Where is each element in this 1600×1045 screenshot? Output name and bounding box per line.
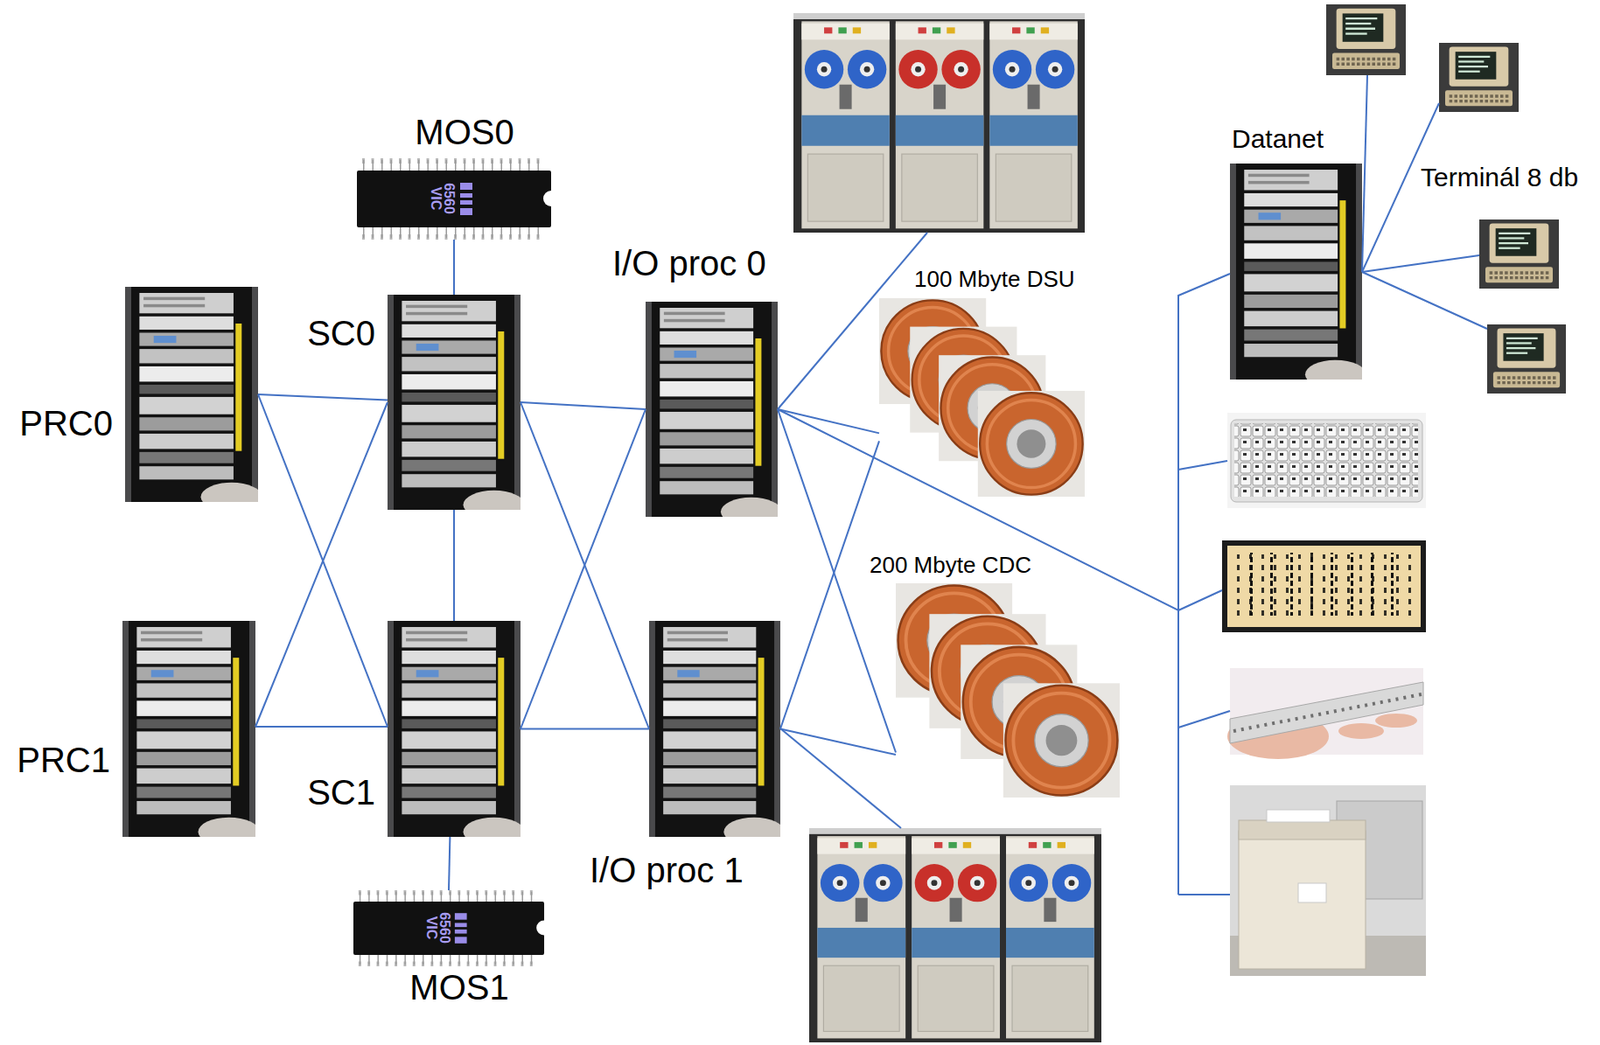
connector	[453, 510, 455, 622]
node-label: MOS0	[414, 111, 514, 153]
terminal-link	[1362, 75, 1368, 273]
rack-picture	[387, 294, 525, 519]
node-label: SC0	[307, 313, 376, 354]
node-label: 200 Mbyte CDC	[869, 552, 1032, 580]
node-label: MOS1	[409, 967, 509, 1008]
terminal-picture	[1479, 219, 1559, 289]
connector	[255, 726, 388, 728]
rack-picture	[122, 621, 260, 847]
terminal-count-label: Terminál 8 db	[1420, 162, 1579, 194]
connector	[520, 402, 646, 410]
system-controller-rack: SC0	[387, 294, 521, 511]
datanet-rack: Datanet	[1229, 163, 1363, 380]
connector	[780, 729, 896, 756]
node-label: PRC0	[19, 403, 113, 444]
connector	[255, 402, 388, 727]
terminal-picture	[1487, 324, 1566, 394]
connector	[520, 728, 650, 731]
chip-marking: VIC	[427, 187, 444, 211]
rack-picture	[645, 301, 783, 526]
terminal-picture	[1439, 42, 1519, 112]
connector	[453, 239, 455, 295]
connector	[780, 440, 880, 729]
chip-picture	[353, 893, 552, 965]
chip-picture	[356, 160, 559, 238]
rack-pictures	[122, 163, 1367, 847]
tape-link	[780, 728, 902, 829]
tape-link	[777, 232, 928, 410]
printer-picture	[1229, 785, 1426, 977]
io-processor-rack: I/O proc 0	[645, 301, 778, 518]
processor-rack: PRC0	[125, 286, 259, 503]
bus-branch	[1178, 590, 1223, 611]
connector	[777, 409, 896, 754]
rack-picture	[649, 621, 785, 847]
connector	[777, 409, 880, 434]
node-label: SC1	[307, 772, 376, 813]
system-controller-rack: SC1	[387, 621, 521, 838]
tape-drive-picture	[793, 13, 1085, 233]
node-label: Datanet	[1231, 124, 1324, 155]
node-label: I/O proc 0	[612, 243, 767, 284]
chip-marking: VIC	[423, 916, 440, 941]
keyboard-picture	[1227, 412, 1426, 509]
processor-rack: PRC1	[122, 621, 256, 838]
io-processor-rack: I/O proc 1	[649, 621, 781, 838]
rack-picture	[1229, 163, 1367, 390]
tape-drive-picture	[809, 828, 1102, 1043]
node-label: I/O proc 1	[589, 850, 744, 891]
connector	[520, 409, 646, 730]
terminal-picture	[1326, 4, 1406, 76]
node-label: 100 Mbyte DSU	[914, 266, 1076, 294]
rack-picture	[125, 286, 263, 511]
bus-branch	[1178, 461, 1228, 470]
node-label: PRC1	[16, 740, 111, 781]
rack-picture	[387, 621, 525, 847]
bus-branch	[1178, 711, 1230, 728]
connector	[520, 402, 650, 730]
disk-pack-picture	[895, 583, 1120, 798]
disk-pack-picture	[879, 298, 1085, 497]
disk-pack-stack: 200 Mbyte CDC	[895, 583, 1120, 798]
connector	[258, 394, 388, 401]
bus-lines	[777, 75, 1488, 895]
disk-pack-stack: 100 Mbyte DSU	[879, 298, 1085, 497]
connector	[777, 273, 1230, 611]
terminal-link	[1362, 272, 1488, 329]
punch-card-picture	[1222, 540, 1426, 633]
connector	[448, 837, 450, 891]
terminal-link	[1362, 255, 1480, 273]
bus-branch	[1178, 894, 1230, 896]
paper-tape-picture	[1227, 668, 1424, 760]
